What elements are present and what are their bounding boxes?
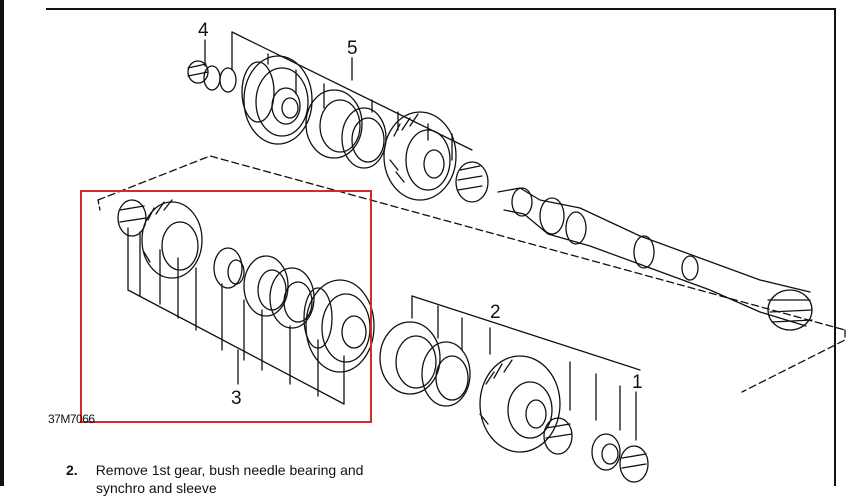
- callout-1: 1: [632, 372, 643, 393]
- figure-code-label: 37M7066: [48, 412, 95, 426]
- step-text: Remove 1st gear, bush needle bearing and: [95, 462, 364, 478]
- assembly-dash-outline-top: [97, 155, 846, 331]
- highlighted-synchro-group: [117, 199, 375, 405]
- main-shaft: [497, 187, 813, 331]
- step-text-continuation: synchro and sleeve: [96, 480, 217, 496]
- callout-5: 5: [347, 38, 358, 59]
- red-highlight-box: [80, 190, 372, 423]
- assembly-dash-outline-right: [741, 329, 846, 393]
- diagram-drawing: [97, 31, 846, 483]
- step-number: 2.: [66, 462, 78, 478]
- page-right-border: [834, 8, 836, 486]
- lower-gear-assembly: [379, 295, 649, 483]
- callout-3: 3: [231, 388, 242, 409]
- callout-2: 2: [490, 302, 501, 323]
- instruction-step: 2. Remove 1st gear, bush needle bearing a…: [66, 462, 363, 478]
- page-top-border: [46, 8, 834, 10]
- page-left-border: [0, 0, 4, 486]
- upper-gear-assembly: [187, 31, 489, 203]
- callout-4: 4: [198, 20, 209, 41]
